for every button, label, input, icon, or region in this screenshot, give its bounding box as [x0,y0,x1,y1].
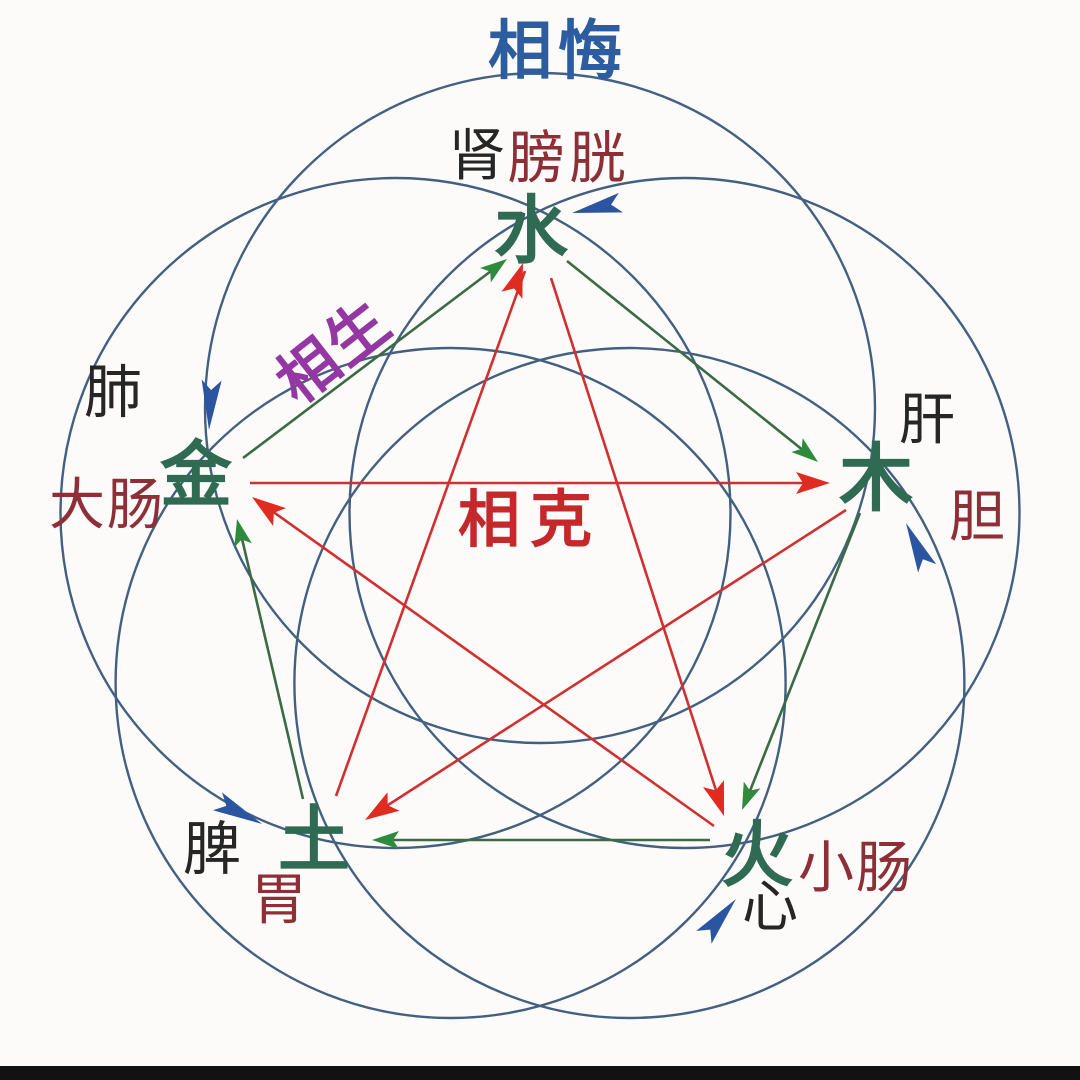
blue-arrowhead-metal-to-fire-icon [696,899,736,944]
wu-arrowheads [201,192,937,944]
organ-heart: 心 [742,875,798,940]
ke-arrow-metal-to-wood [250,472,830,494]
organ-kidney: 肾 [448,122,506,189]
bottom-border-bar [0,1066,1080,1080]
element-wood: 木 [839,436,913,522]
ke-arrow-fire-to-metal [252,497,715,828]
wu-circle-lower-right [293,346,966,1020]
blue-arrowhead-wood-to-metal-icon [201,379,222,430]
sheng-arrow-water-to-wood [566,259,818,462]
sheng-arrow-metal-to-water [242,259,507,460]
ke-arrow-wood-to-earth [365,508,847,820]
wu-insult-circles [59,71,1021,1020]
sheng-arrow-wood-to-fire [742,512,862,810]
label-overcoming-cycle: 相克 [457,483,603,556]
organ-bladder: 膀胱 [508,125,630,192]
wu-circle-lower-left [114,346,787,1020]
organ-gallbladder: 胆 [949,485,1005,550]
sheng-arrows [234,259,862,849]
label-insulting-cycle: 相悔 [488,15,628,89]
ke-arrow-earth-to-water [334,263,527,797]
sheng-arrow-fire-to-earth [372,831,710,849]
wu-circle-upper-right [348,176,1021,850]
organ-large-intestine: 大肠 [49,473,165,538]
blue-arrowhead-fire-to-water-icon [572,192,623,213]
wu-circle-top [203,71,877,745]
organ-stomach: 胃 [251,868,307,933]
organ-liver: 肝 [899,388,955,453]
ke-arrows [250,263,847,828]
ke-arrow-water-to-fire [549,277,724,816]
organ-spleen: 脾 [182,815,242,883]
organ-small-intestine: 小肠 [798,836,914,901]
blue-arrowhead-earth-to-wood-icon [906,523,937,573]
organ-lung: 肺 [83,358,143,426]
element-water: 水 [494,188,568,274]
blue-arrowhead-water-to-earth-icon [212,792,262,824]
element-earth: 土 [277,798,351,882]
element-fire: 火 [720,813,794,897]
element-metal: 金 [159,433,233,517]
sheng-arrow-earth-to-metal [234,519,305,800]
wu-circle-upper-left [59,176,732,850]
